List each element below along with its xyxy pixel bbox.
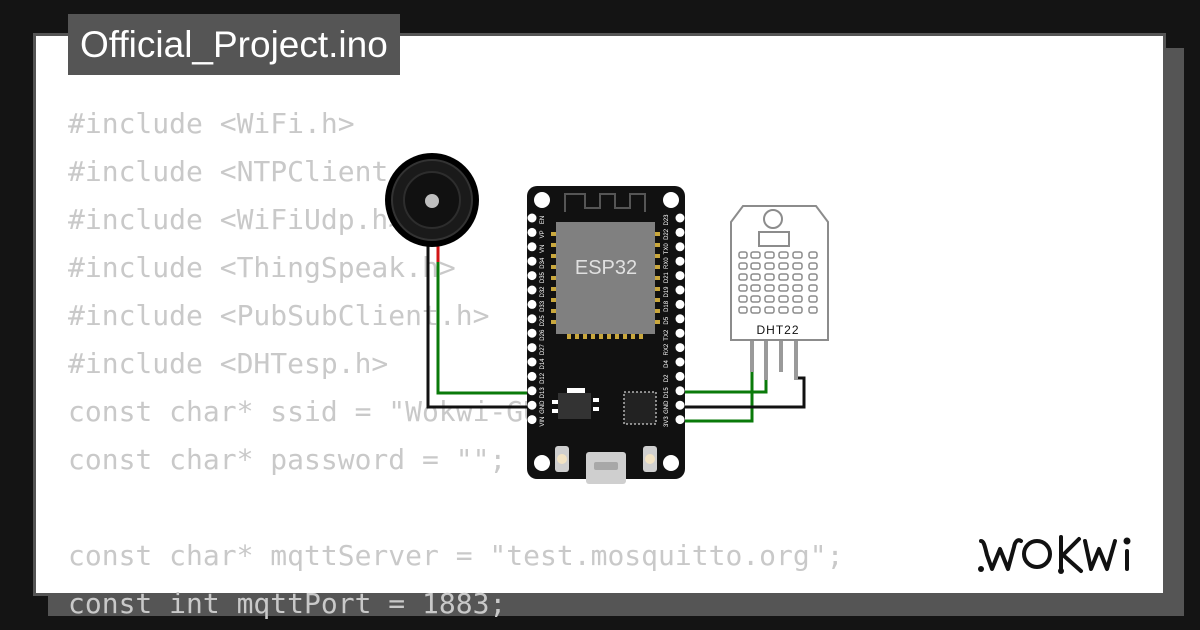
pin-right-d18[interactable] (675, 299, 685, 309)
en-button[interactable] (555, 446, 569, 472)
pin-right-tx2[interactable] (675, 328, 685, 338)
pin-left-d27[interactable] (527, 343, 537, 353)
pin-right-rx0[interactable] (675, 256, 685, 266)
pin-label: TX0 (664, 243, 670, 255)
pin-right-d15[interactable] (675, 386, 685, 396)
pin-label: GND (540, 400, 546, 414)
pin-left-d26[interactable] (527, 328, 537, 338)
pin-right-d23[interactable] (675, 213, 685, 223)
pin-label: VP (540, 230, 546, 238)
boot-button[interactable] (643, 446, 657, 472)
pin-left-gnd[interactable] (527, 400, 537, 410)
pin-label: D25 (540, 315, 546, 327)
pin-right-rx2[interactable] (675, 343, 685, 353)
pin-label: D14 (540, 358, 546, 370)
code-line: #include <DHTesp.h> (68, 347, 389, 380)
pin-label: TX2 (664, 329, 670, 341)
pin-right-3v3[interactable] (675, 415, 685, 425)
pin-label: D19 (664, 286, 670, 298)
pin-label: D2 (664, 374, 670, 382)
pin-left-d25[interactable] (527, 314, 537, 324)
pin-left-d32[interactable] (527, 285, 537, 295)
pin-label: D33 (540, 300, 546, 312)
pin-label: D35 (540, 271, 546, 283)
pin-label: RX0 (664, 257, 670, 269)
code-line: #include <PubSubClient.h> (68, 299, 490, 332)
pin-label: D23 (664, 214, 670, 226)
pin-label: RX2 (664, 343, 670, 355)
pin-left-d14[interactable] (527, 357, 537, 367)
wokwi-logo (978, 535, 1131, 574)
code-line: #include <ThingSpeak.h> (68, 251, 456, 284)
pin-left-d34[interactable] (527, 256, 537, 266)
pin-right-tx0[interactable] (675, 242, 685, 252)
code-preview: #include <WiFi.h>#include <NTPClient.h>#… (68, 100, 1158, 620)
pin-left-en[interactable] (527, 213, 537, 223)
pin-label: D21 (664, 271, 670, 283)
pin-right-d21[interactable] (675, 271, 685, 281)
pin-label: D12 (540, 372, 546, 384)
pin-label: D22 (664, 228, 670, 240)
pin-right-d2[interactable] (675, 371, 685, 381)
pin-left-d13[interactable] (527, 386, 537, 396)
pin-right-d4[interactable] (675, 357, 685, 367)
pin-left-vn[interactable] (527, 242, 537, 252)
pin-label: EN (540, 216, 546, 224)
pin-right-d22[interactable] (675, 227, 685, 237)
pin-label: 3V3 (664, 416, 670, 427)
pin-label: VN (540, 245, 546, 253)
pin-label: D5 (664, 316, 670, 324)
pin-left-d33[interactable] (527, 299, 537, 309)
pin-right-d5[interactable] (675, 314, 685, 324)
pin-label: D15 (664, 387, 670, 399)
project-filename: Official_Project.ino (68, 14, 400, 75)
esp32-board[interactable]: ESP32 ENVPVND34D35D32D33D25D26D27D14D12D… (527, 186, 685, 484)
pin-label: D18 (664, 300, 670, 312)
pin-left-d35[interactable] (527, 271, 537, 281)
code-line: #include <WiFi.h> (68, 107, 355, 140)
code-line: const char* password = ""; (68, 443, 507, 476)
pin-label: D32 (540, 286, 546, 298)
pin-left-d12[interactable] (527, 371, 537, 381)
code-line: const int mqttPort = 1883; (68, 587, 507, 620)
buzzer-component[interactable] (385, 153, 479, 262)
pin-label: D34 (540, 257, 546, 269)
pin-right-gnd[interactable] (675, 400, 685, 410)
dht22-label: DHT22 (756, 323, 799, 337)
pin-left-vin[interactable] (527, 415, 537, 425)
pin-right-d19[interactable] (675, 285, 685, 295)
pin-label: D26 (540, 329, 546, 341)
code-line: const char* mqttServer = "test.mosquitto… (68, 539, 844, 572)
dht22-sensor[interactable]: DHT22 (730, 205, 829, 380)
code-line: #include <WiFiUdp.h> (68, 203, 406, 236)
pin-label: D27 (540, 343, 546, 355)
pin-label: D13 (540, 387, 546, 399)
pin-label: VIN (540, 417, 546, 427)
pin-label: GND (664, 400, 670, 414)
esp32-chip-label: ESP32 (575, 257, 637, 279)
pin-label: D4 (664, 360, 670, 368)
pin-left-vp[interactable] (527, 227, 537, 237)
